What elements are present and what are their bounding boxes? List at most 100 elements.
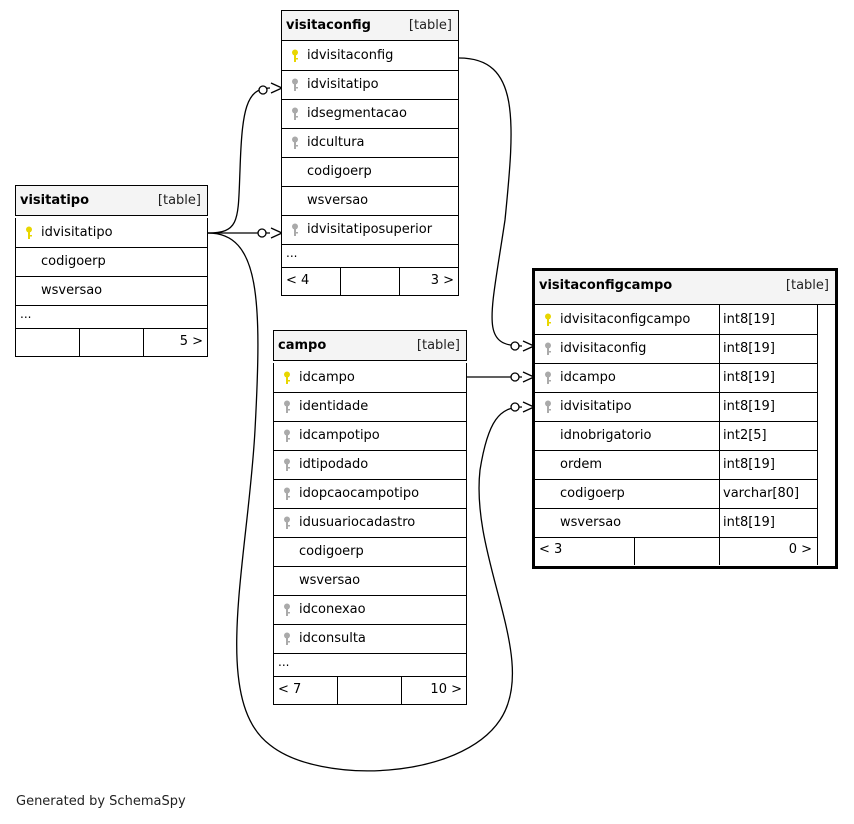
foreign-key-icon	[290, 136, 300, 150]
footer-left-cell: < 7	[274, 677, 338, 704]
foreign-key-icon	[543, 342, 553, 356]
foreign-key-icon	[282, 516, 292, 530]
table-row[interactable]: wsversao	[281, 186, 459, 216]
edge-optional-marker	[257, 228, 267, 238]
table-row[interactable]: idconsulta	[273, 624, 467, 654]
more-columns-text: ...	[20, 307, 32, 321]
column-name: idvisitaconfig	[307, 48, 394, 63]
table-row[interactable]: codigoerp	[273, 537, 467, 567]
table-header[interactable]: visitaconfig [table]	[281, 10, 459, 41]
column-name: idconexao	[299, 602, 366, 617]
column-type: varchar[80]	[723, 486, 800, 501]
table-row[interactable]: idvisitatiposuperior	[281, 215, 459, 245]
foreign-key-icon	[290, 78, 300, 92]
column-type: int8[19]	[723, 370, 775, 385]
footer-middle-cell	[80, 329, 144, 356]
column-type: int8[19]	[723, 457, 775, 472]
more-columns-text: ...	[278, 655, 290, 669]
footer-right-count: 3 >	[430, 273, 454, 288]
table-name: visitaconfigcampo	[539, 278, 673, 293]
table-row[interactable]: idvisitatipo	[281, 70, 459, 100]
table-header[interactable]: campo [table]	[273, 330, 467, 361]
column-name: codigoerp	[307, 164, 372, 179]
column-name: idvisitaconfig	[560, 341, 647, 356]
table-header[interactable]: visitaconfigcampo [table]	[535, 271, 835, 305]
edge-visitatipo-to-visitaconfig-idvisitatipo	[207, 87, 271, 234]
table-row[interactable]: wsversao int8[19]	[535, 508, 818, 538]
table-row[interactable]: idcampotipo	[273, 421, 467, 451]
table-row[interactable]: idusuariocadastro	[273, 508, 467, 538]
column-type-cell: int2[5]	[719, 421, 767, 450]
column-type: int8[19]	[723, 312, 775, 327]
table-row[interactable]: idcultura	[281, 128, 459, 158]
footer-right-count: 0 >	[788, 542, 812, 557]
column-name: idcultura	[307, 135, 365, 150]
edge-visitaconfig-to-visitaconfigcampo	[458, 57, 523, 347]
foreign-key-icon	[543, 400, 553, 414]
foreign-key-icon	[290, 223, 300, 237]
foreign-key-icon	[543, 371, 553, 385]
column-type: int2[5]	[723, 428, 767, 443]
more-columns-text: ...	[286, 246, 298, 260]
edge-optional-marker	[258, 85, 268, 95]
column-name: idvisitatipo	[41, 225, 113, 240]
column-name: idvisitatipo	[560, 399, 632, 414]
column-name: wsversao	[560, 515, 622, 530]
foreign-key-icon	[282, 487, 292, 501]
footer-middle-cell	[341, 268, 400, 295]
table-row[interactable]: ordem int8[19]	[535, 450, 818, 480]
table-row[interactable]: idvisitatipo	[15, 218, 208, 248]
foreign-key-icon	[290, 107, 300, 121]
table-row[interactable]: wsversao	[15, 276, 208, 306]
table-row[interactable]: idcampo	[273, 363, 467, 393]
more-columns-indicator: ...	[281, 244, 459, 268]
table-visitatipo[interactable]: visitatipo [table] idvisitatipo codigoerp…	[15, 185, 208, 362]
column-name: idvisitatipo	[307, 77, 379, 92]
footer-right-count: 5 >	[179, 334, 203, 349]
table-row[interactable]: idvisitaconfig int8[19]	[535, 334, 818, 364]
table-header[interactable]: visitatipo [table]	[15, 185, 208, 216]
table-row[interactable]: idvisitaconfig	[281, 41, 459, 71]
footer-middle-cell	[635, 537, 720, 565]
table-row[interactable]: identidade	[273, 392, 467, 422]
table-row[interactable]: idconexao	[273, 595, 467, 625]
foreign-key-icon	[282, 458, 292, 472]
column-name: idconsulta	[299, 631, 366, 646]
edge-optional-marker	[510, 372, 520, 382]
table-row[interactable]: idsegmentacao	[281, 99, 459, 129]
primary-key-icon	[543, 313, 553, 327]
foreign-key-icon	[282, 400, 292, 414]
footer-left-cell: < 3	[535, 537, 635, 565]
footer-left-cell	[16, 329, 80, 356]
table-row[interactable]: idopcaocampotipo	[273, 479, 467, 509]
edge-optional-marker	[510, 341, 520, 351]
column-name: codigoerp	[41, 254, 106, 269]
table-row[interactable]: idtipodado	[273, 450, 467, 480]
table-row[interactable]: codigoerp	[15, 247, 208, 277]
generated-by-credit: Generated by SchemaSpy	[16, 794, 186, 809]
column-name: idcampotipo	[299, 428, 380, 443]
column-name: idvisitaconfigcampo	[560, 312, 691, 327]
foreign-key-icon	[282, 603, 292, 617]
table-row[interactable]: wsversao	[273, 566, 467, 596]
column-name: wsversao	[41, 283, 103, 298]
table-row[interactable]: codigoerp	[281, 157, 459, 187]
column-name: ordem	[560, 457, 602, 472]
column-name: idtipodado	[299, 457, 369, 472]
table-name: visitatipo	[20, 193, 90, 208]
footer-middle-cell	[338, 677, 402, 704]
table-row[interactable]: idvisitaconfigcampo int8[19]	[535, 305, 818, 335]
column-type-cell: int8[19]	[719, 334, 775, 363]
table-visitaconfig[interactable]: visitaconfig [table] idvisitaconfig idvis…	[281, 10, 459, 302]
table-kind: [table]	[157, 193, 201, 208]
column-name: codigoerp	[299, 544, 364, 559]
table-visitaconfigcampo[interactable]: visitaconfigcampo [table] idvisitaconfig…	[532, 268, 838, 569]
column-type-cell: int8[19]	[719, 508, 775, 537]
